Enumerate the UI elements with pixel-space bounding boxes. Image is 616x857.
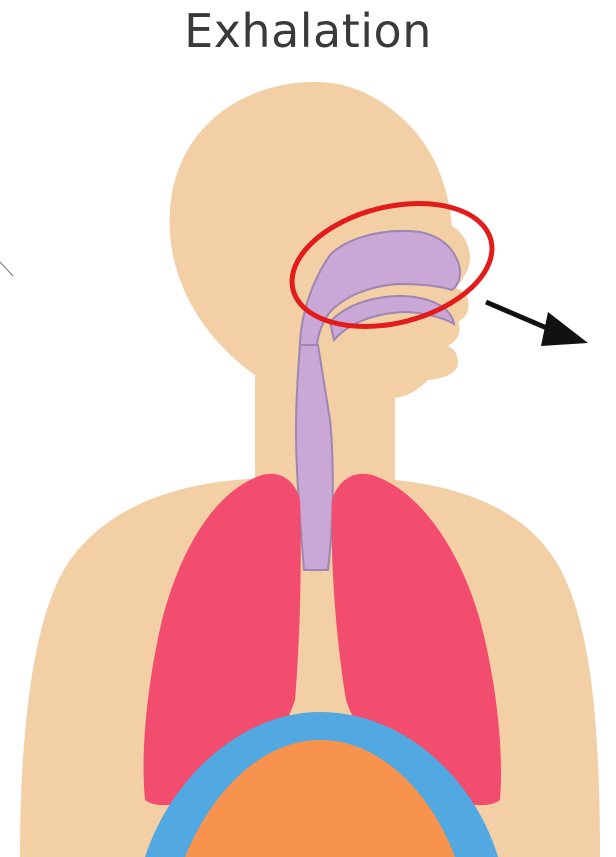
stray-mark (0, 262, 13, 276)
airflow-arrow-head (541, 312, 588, 346)
page-title: Exhalation (0, 4, 616, 58)
